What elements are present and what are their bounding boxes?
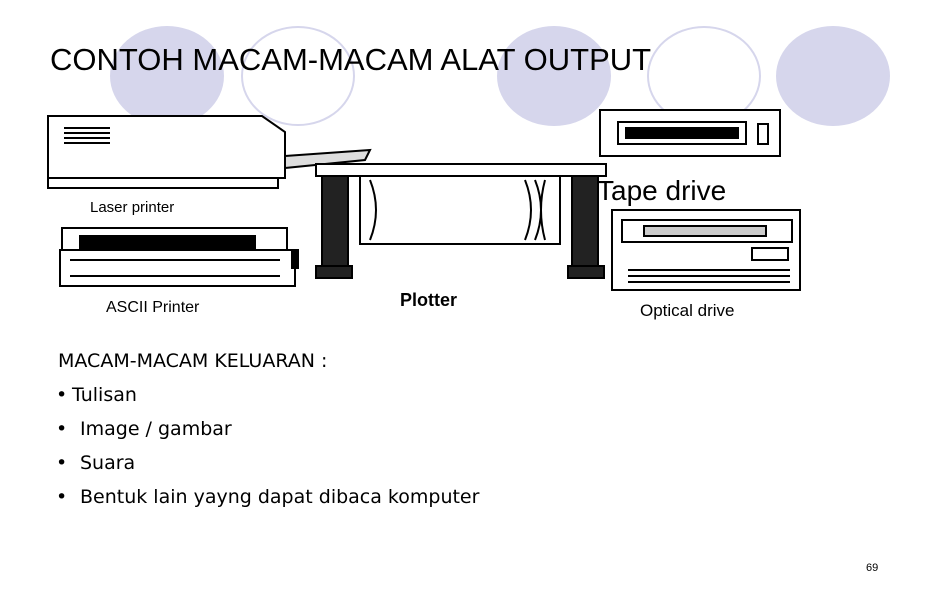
list-item-text: Tulisan (72, 384, 137, 406)
plotter-label: Plotter (400, 290, 457, 310)
laser-printer-image (47, 115, 372, 189)
list-item-text: Suara (80, 452, 136, 474)
bullet-icon: • (56, 384, 68, 406)
page-number: 69 (866, 562, 879, 574)
list-item: • Bentuk lain yayng dapat dibaca komputer (56, 484, 479, 518)
decor-circle-3 (497, 26, 611, 126)
laser-printer-label: Laser printer (90, 199, 174, 216)
list-item: • Image / gambar (56, 416, 479, 450)
list-item: •Tulisan (56, 382, 479, 416)
decor-circle-5 (776, 26, 890, 126)
ascii-printer-label: ASCII Printer (106, 299, 200, 316)
output-devices-illustration: Laser printer ASCII Printer Plotter Tape… (47, 109, 801, 320)
list-item-text: Bentuk lain yayng dapat dibaca komputer (80, 486, 480, 508)
slide-title: CONTOH MACAM-MACAM ALAT OUTPUT (50, 42, 652, 77)
decor-circle-1 (110, 26, 224, 126)
output-list: •Tulisan •Image / gambar •Suara •Bentuk … (56, 382, 479, 518)
bullet-icon: • (56, 418, 68, 440)
bullet-icon: • (56, 486, 68, 508)
plotter-image (315, 163, 607, 279)
bullet-icon: • (56, 452, 68, 474)
optical-drive-image (611, 209, 801, 291)
optical-drive-label: Optical drive (640, 301, 734, 320)
tape-drive-image (599, 109, 781, 157)
list-item-text: Image / gambar (80, 418, 232, 440)
list-item: • Suara (56, 450, 479, 484)
section-subtitle: MACAM-MACAM KELUARAN : (58, 350, 328, 372)
tape-drive-label: Tape drive (597, 175, 726, 206)
ascii-printer-image (59, 227, 299, 287)
decor-circle-2 (241, 26, 355, 126)
